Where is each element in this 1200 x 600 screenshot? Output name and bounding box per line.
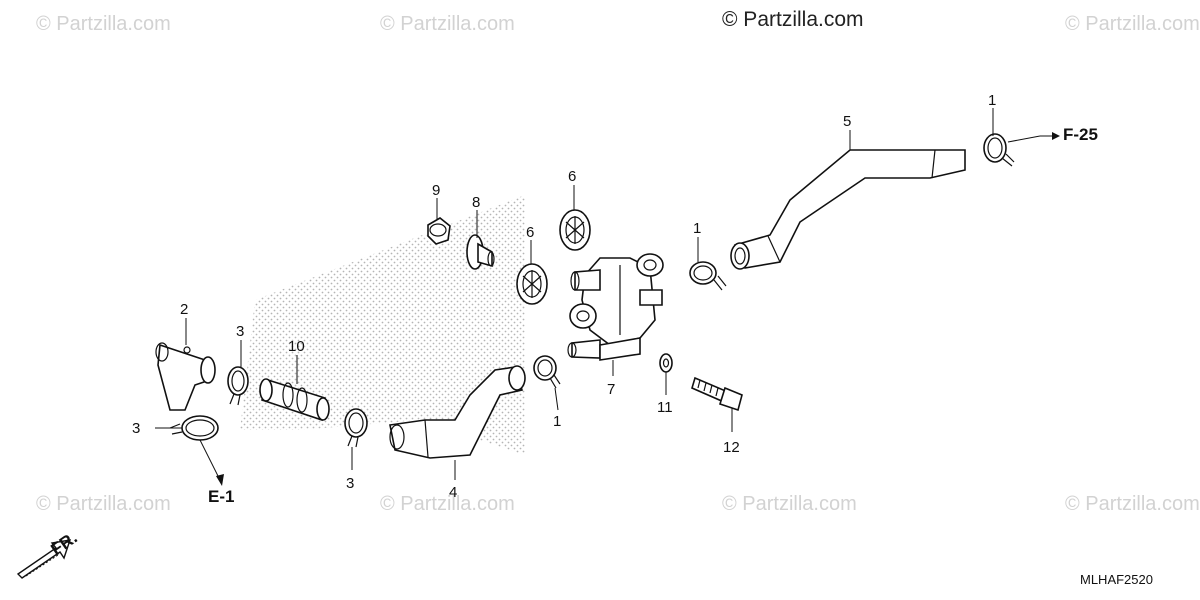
hose-5 bbox=[730, 149, 966, 270]
watermark: © Partzilla.com bbox=[380, 493, 515, 515]
callout-3: 3 bbox=[132, 420, 140, 437]
clamp-1-top bbox=[983, 133, 1015, 167]
front-arrow bbox=[16, 539, 72, 579]
grommet-6-mid bbox=[516, 263, 548, 305]
leader-lines bbox=[155, 108, 1060, 486]
watermark: © Partzilla.com bbox=[36, 493, 171, 515]
watermark: © Partzilla.com bbox=[380, 13, 515, 35]
clamp-1-bottom bbox=[533, 355, 561, 389]
callout-8: 8 bbox=[472, 194, 480, 211]
bolt-12 bbox=[691, 376, 743, 412]
watermark: © Partzilla.com bbox=[1065, 493, 1200, 515]
callout-6: 6 bbox=[568, 168, 576, 185]
callout-11: 11 bbox=[657, 399, 673, 416]
callout-1: 1 bbox=[693, 220, 701, 237]
callout-5: 5 bbox=[843, 113, 851, 130]
callout-4: 4 bbox=[449, 484, 457, 501]
hose-4 bbox=[389, 365, 526, 459]
callout-6: 6 bbox=[526, 224, 534, 241]
washer-11 bbox=[659, 353, 673, 373]
watermark: © Partzilla.com bbox=[36, 13, 171, 35]
callout-9: 9 bbox=[432, 182, 440, 199]
callout-1: 1 bbox=[553, 413, 561, 430]
callout-10: 10 bbox=[288, 338, 305, 355]
clamp-3-mid bbox=[344, 408, 368, 448]
fitting-8 bbox=[466, 234, 495, 270]
elbow-2 bbox=[155, 342, 216, 411]
reference-f25: F-25 bbox=[1063, 125, 1098, 144]
air-valve-7 bbox=[567, 253, 664, 361]
clamp-1-right bbox=[689, 261, 727, 291]
reference-e1: E-1 bbox=[208, 487, 234, 506]
watermark-header: © Partzilla.com bbox=[722, 8, 864, 31]
callout-7: 7 bbox=[607, 381, 615, 398]
watermark: © Partzilla.com bbox=[1065, 13, 1200, 35]
callout-3: 3 bbox=[236, 323, 244, 340]
callout-12: 12 bbox=[723, 439, 740, 456]
clamp-3-left bbox=[227, 366, 249, 406]
callout-3: 3 bbox=[346, 475, 354, 492]
grommet-6-top bbox=[559, 209, 591, 251]
watermark-layer: © Partzilla.com © Partzilla.com © Partzi… bbox=[36, 8, 1200, 515]
diagram-code: MLHAF2520 bbox=[1080, 572, 1153, 587]
shading bbox=[240, 195, 525, 455]
pipe-10 bbox=[259, 378, 330, 422]
cap-9 bbox=[427, 217, 451, 245]
watermark: © Partzilla.com bbox=[722, 493, 857, 515]
callouts: 1 5 6 9 8 6 1 2 3 10 3 3 7 1 11 12 4 bbox=[132, 92, 996, 501]
callout-1: 1 bbox=[988, 92, 996, 109]
callout-2: 2 bbox=[180, 301, 188, 318]
